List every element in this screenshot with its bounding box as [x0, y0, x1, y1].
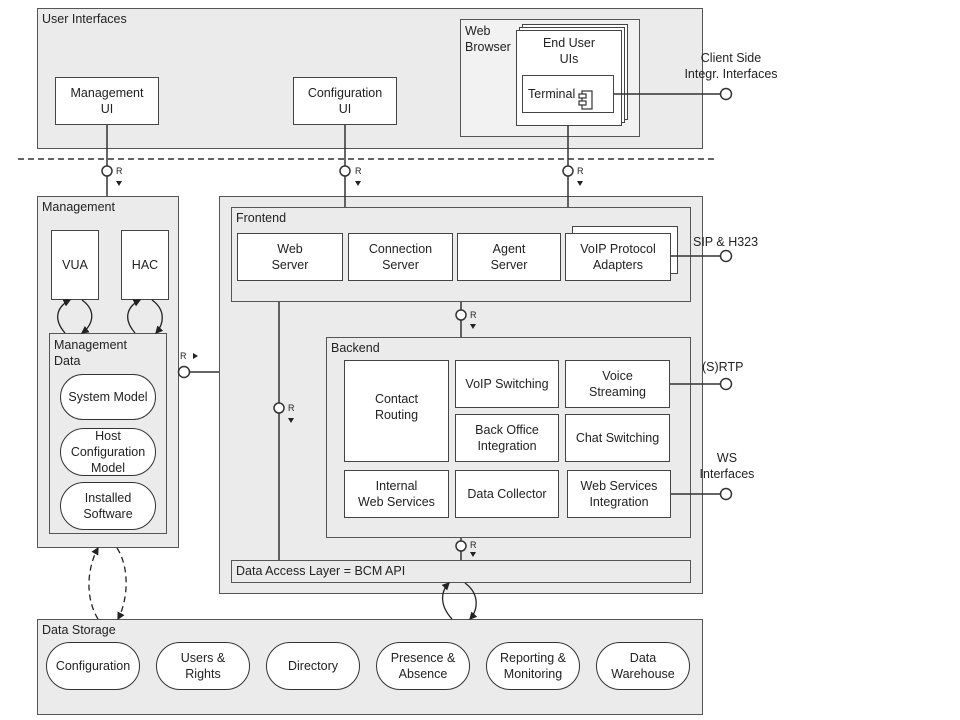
- hac-mgmtdata-arrow: [127, 299, 142, 334]
- configuration-store[interactable]: Configuration: [46, 642, 140, 690]
- mgmt-storage-arrow: [88, 546, 99, 620]
- sip-interface-icon: [719, 249, 733, 263]
- voip-switching-component[interactable]: VoIP Switching: [455, 360, 559, 408]
- data-storage-package: Data Storage: [37, 619, 703, 715]
- direction-arrow-icon: [577, 181, 583, 186]
- data-access-layer: Data Access Layer = BCM API: [231, 560, 691, 583]
- interface-lollipop: [177, 365, 191, 379]
- component-icon: [578, 74, 594, 114]
- configuration-ui-component[interactable]: Configuration UI: [293, 77, 397, 125]
- hac-component[interactable]: HAC: [121, 230, 169, 300]
- terminal-label: Terminal: [528, 87, 576, 101]
- required-label: R: [470, 540, 477, 550]
- interface-lollipop: [455, 309, 467, 321]
- required-label: R: [116, 166, 123, 176]
- management-ui-component[interactable]: Management UI: [55, 77, 159, 125]
- direction-arrow-icon: [355, 181, 361, 186]
- voice-streaming-component[interactable]: Voice Streaming: [565, 360, 670, 408]
- hac-mgmtdata-arrow: [151, 299, 164, 334]
- client-side-interfaces-label: Client Side Integr. Interfaces: [684, 51, 778, 81]
- package-title: Frontend: [236, 211, 287, 225]
- data-collector-component[interactable]: Data Collector: [455, 470, 559, 518]
- direction-arrow-icon: [470, 324, 476, 329]
- srtp-label: (S)RTP: [702, 360, 744, 374]
- installed-software-store[interactable]: Installed Software: [60, 482, 156, 530]
- package-title: Backend: [331, 341, 380, 355]
- package-title: User Interfaces: [42, 12, 127, 26]
- host-configuration-model-store[interactable]: Host Configuration Model: [60, 428, 156, 476]
- voip-protocol-adapters-component[interactable]: VoIP Protocol Adapters: [565, 233, 671, 281]
- internal-web-services-component[interactable]: Internal Web Services: [344, 470, 449, 518]
- required-label: R: [577, 166, 584, 176]
- required-label: R: [288, 403, 295, 413]
- package-title: Web Browser: [465, 24, 511, 54]
- direction-arrow-icon: [193, 353, 198, 359]
- data-warehouse-store[interactable]: Data Warehouse: [596, 642, 690, 690]
- direction-arrow-icon: [288, 418, 294, 423]
- required-label: R: [470, 310, 477, 320]
- direction-arrow-icon: [116, 181, 122, 186]
- package-title: Management: [42, 200, 115, 214]
- vua-mgmtdata-arrow: [57, 299, 72, 334]
- contact-routing-component[interactable]: Contact Routing: [344, 360, 449, 462]
- connection-server-component[interactable]: Connection Server: [348, 233, 453, 281]
- mgmt-storage-arrow: [116, 547, 127, 621]
- ws-interface-icon: [719, 487, 733, 501]
- vua-component[interactable]: VUA: [51, 230, 99, 300]
- required-label: R: [180, 351, 187, 361]
- system-model-store[interactable]: System Model: [60, 374, 156, 420]
- terminal-component[interactable]: Terminal: [522, 75, 614, 113]
- presence-absence-store[interactable]: Presence & Absence: [376, 642, 470, 690]
- data-access-layer-label: Data Access Layer = BCM API: [236, 564, 406, 578]
- direction-arrow-icon: [470, 552, 476, 557]
- vua-mgmtdata-arrow: [80, 299, 93, 334]
- interface-lollipop: [101, 165, 113, 177]
- package-title: Data Storage: [42, 623, 116, 637]
- directory-store[interactable]: Directory: [266, 642, 360, 690]
- back-office-integration-component[interactable]: Back Office Integration: [455, 414, 559, 462]
- ws-interfaces-label: WS Interfaces: [699, 451, 755, 481]
- srtp-interface-icon: [719, 377, 733, 391]
- package-title: Management Data: [54, 338, 127, 368]
- agent-server-component[interactable]: Agent Server: [457, 233, 561, 281]
- sip-h323-label: SIP & H323: [693, 235, 759, 249]
- web-server-component[interactable]: Web Server: [237, 233, 343, 281]
- web-services-integration-component[interactable]: Web Services Integration: [567, 470, 671, 518]
- interface-lollipop: [339, 165, 351, 177]
- dal-storage-arrow: [464, 582, 478, 620]
- chat-switching-component[interactable]: Chat Switching: [565, 414, 670, 462]
- reporting-monitoring-store[interactable]: Reporting & Monitoring: [486, 642, 580, 690]
- interface-lollipop: [562, 165, 574, 177]
- dal-storage-arrow: [441, 582, 453, 620]
- interface-lollipop: [273, 402, 285, 414]
- client-side-interface-icon: [719, 87, 733, 101]
- interface-lollipop: [455, 540, 467, 552]
- end-user-uis-label: End User UIs: [542, 36, 596, 66]
- required-label: R: [355, 166, 362, 176]
- users-rights-store[interactable]: Users & Rights: [156, 642, 250, 690]
